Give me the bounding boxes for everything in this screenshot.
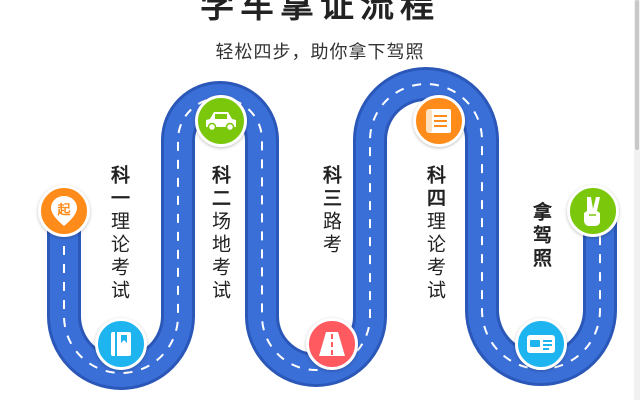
step-label-4: 科四理论考试 bbox=[424, 165, 446, 303]
step-label-1: 科一理论考试 bbox=[108, 165, 130, 303]
scrollbar-thumb[interactable] bbox=[635, 0, 639, 150]
page-subtitle: 轻松四步，助你拿下驾照 bbox=[215, 42, 425, 63]
start-pin-icon: 起 bbox=[38, 185, 90, 237]
license-card-icon bbox=[515, 318, 567, 370]
step-label-3: 科三路考 bbox=[320, 165, 342, 257]
road-icon bbox=[306, 318, 358, 370]
step-label-5: 拿驾照 bbox=[530, 202, 552, 271]
book-icon bbox=[95, 318, 147, 370]
scroll-icon bbox=[413, 95, 465, 147]
car-icon bbox=[195, 95, 247, 147]
victory-hand-icon bbox=[567, 185, 619, 237]
page-title: 学车拿证流程 bbox=[200, 0, 440, 26]
scrollbar[interactable] bbox=[634, 0, 640, 400]
svg-text:起: 起 bbox=[56, 202, 71, 218]
step-label-2: 科二场地考试 bbox=[209, 165, 231, 303]
